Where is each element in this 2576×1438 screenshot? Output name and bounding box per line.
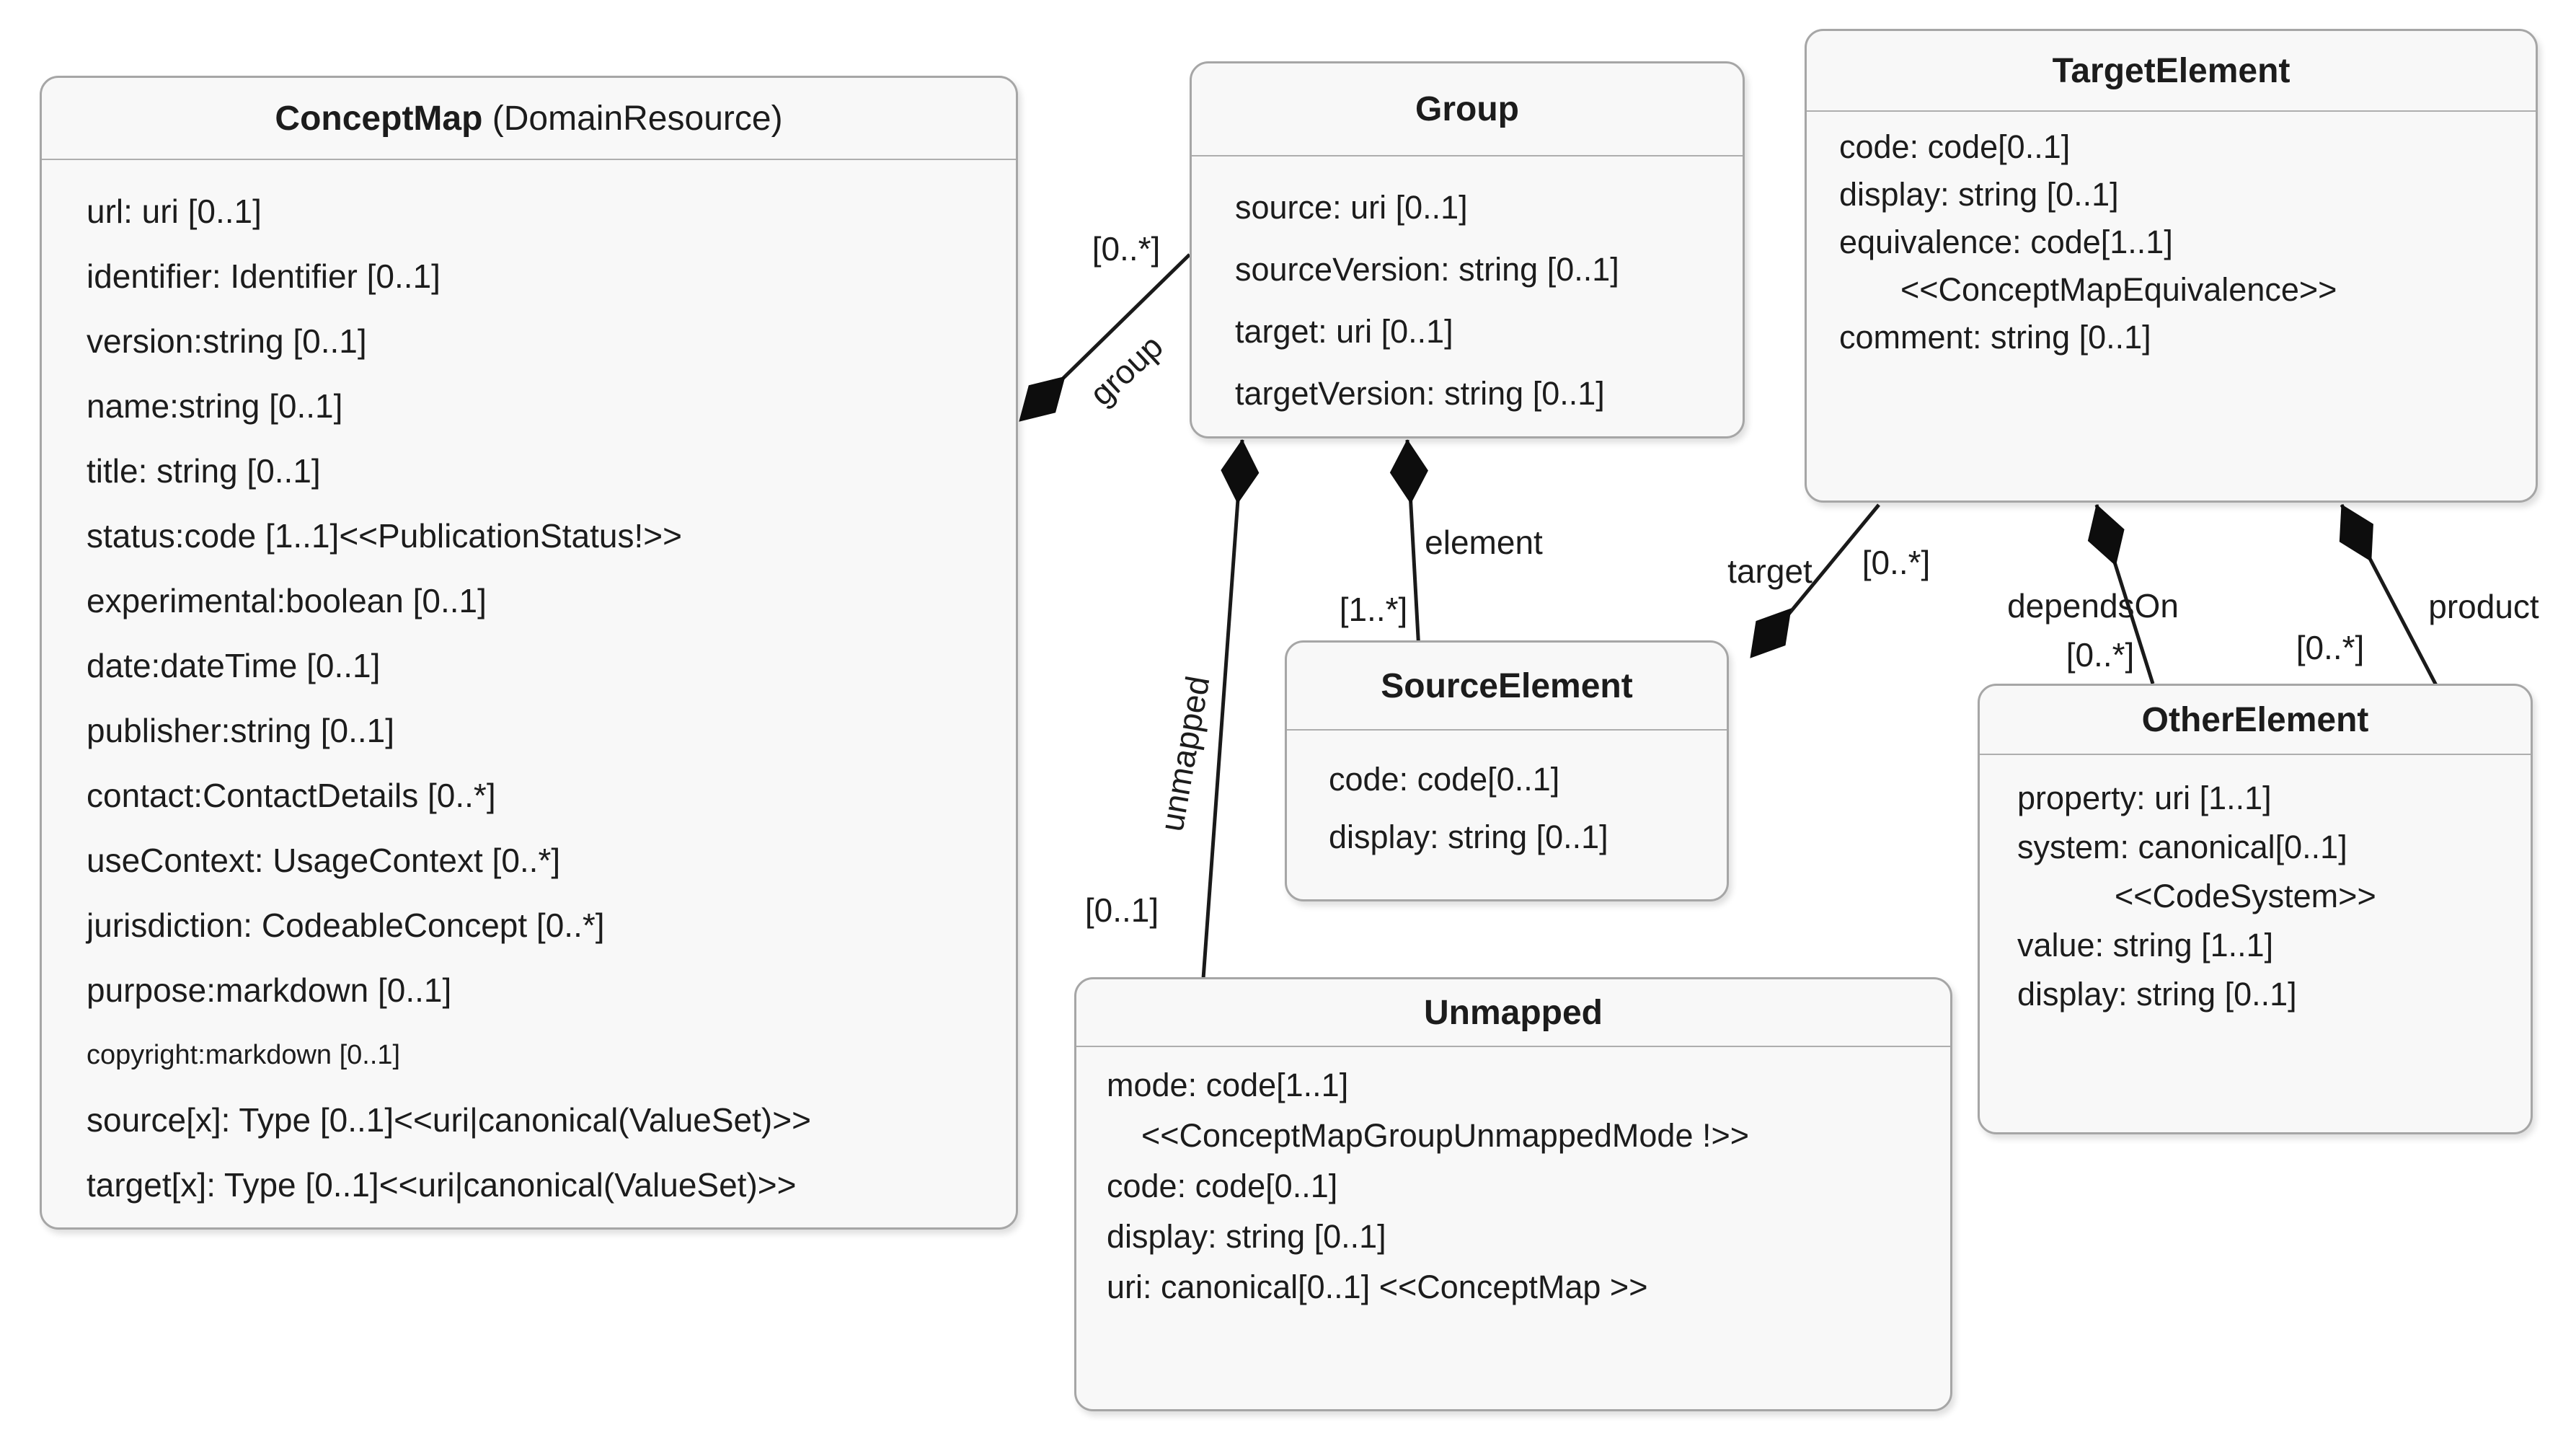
attr-se-display: display: string [0..1] [1329,819,1608,855]
attr-group-targetversion: targetVersion: string [0..1] [1235,375,1605,412]
attr-jurisdiction: jurisdiction: CodeableConcept [0..*] [87,907,605,944]
class-attributes-group: source: uri [0..1] sourceVersion: string… [1192,156,1743,425]
attr-un-uri: uri: canonical[0..1] <<ConceptMap >> [1107,1269,1648,1305]
attr-group-source: source: uri [0..1] [1235,189,1468,226]
class-title-targetelement: TargetElement [1807,31,2536,112]
composition-diamond-unmapped [1221,439,1260,504]
class-box-group: Group source: uri [0..1] sourceVersion: … [1190,61,1745,438]
class-attributes-otherelement: property: uri [1..1] system: canonical[0… [1980,755,2531,1019]
class-name-conceptmap: ConceptMap [275,99,483,138]
attr-oe-property: property: uri [1..1] [2017,780,2272,816]
class-title-sourceelement: SourceElement [1287,643,1727,731]
edge-label-element: element [1425,524,1543,561]
class-attributes-conceptmap: url: uri [0..1] identifier: Identifier [… [42,160,1016,1217]
composition-diamond-dependson [2087,504,2125,566]
attr-date: date:dateTime [0..1] [87,647,381,684]
attr-oe-system-stereotype: <<CodeSystem>> [2115,878,2376,914]
attr-target-x: target[x]: Type [0..1]<<uri|canonical(Va… [87,1166,797,1204]
attr-group-target: target: uri [0..1] [1235,313,1453,350]
class-title-conceptmap: ConceptMap (DomainResource) [42,78,1016,160]
edge-multiplicity-unmapped: [0..1] [1084,891,1159,929]
edge-label-group: group [1082,327,1170,413]
edge-multiplicity-element: [1..*] [1339,591,1408,628]
edge-label-dependson: dependsOn [2007,587,2179,625]
class-attributes-targetelement: code: code[0..1] display: string [0..1] … [1807,112,2536,361]
attr-un-code: code: code[0..1] [1107,1168,1338,1204]
attr-contact: contact:ContactDetails [0..*] [87,777,496,814]
class-attributes-unmapped: mode: code[1..1] <<ConceptMapGroupUnmapp… [1076,1047,1950,1313]
attr-usecontext: useContext: UsageContext [0..*] [87,842,561,879]
attr-oe-value: value: string [1..1] [2017,927,2274,963]
class-attributes-sourceelement: code: code[0..1] display: string [0..1] [1287,731,1727,866]
composition-diamond-element [1389,439,1428,504]
attr-te-code: code: code[0..1] [1839,128,2071,165]
class-box-sourceelement: SourceElement code: code[0..1] display: … [1285,640,1729,901]
attr-purpose: purpose:markdown [0..1] [87,971,452,1009]
attr-un-display: display: string [0..1] [1107,1218,1386,1255]
edge-label-unmapped: unmapped [1152,673,1217,834]
attr-group-sourceversion: sourceVersion: string [0..1] [1235,251,1619,288]
composition-diamond-product [2339,504,2373,562]
attr-publisher: publisher:string [0..1] [87,712,395,749]
class-box-targetelement: TargetElement code: code[0..1] display: … [1805,29,2538,503]
class-box-conceptmap: ConceptMap (DomainResource) url: uri [0.… [40,76,1018,1230]
attr-copyright: copyright:markdown [0..1] [87,1039,401,1070]
attr-version: version:string [0..1] [87,322,367,360]
attr-oe-display: display: string [0..1] [2017,976,2297,1013]
edge-multiplicity-product: [0..*] [2296,629,2365,666]
attr-name: name:string [0..1] [87,387,343,425]
attr-experimental: experimental:boolean [0..1] [87,582,487,619]
class-title-group: Group [1192,63,1743,156]
attr-status: status:code [1..1]<<PublicationStatus!>> [87,517,683,555]
class-title-otherelement: OtherElement [1980,686,2531,755]
attr-title: title: string [0..1] [87,452,321,490]
attr-te-display: display: string [0..1] [1839,176,2119,213]
edge-multiplicity-target: [0..*] [1862,544,1931,581]
edge-label-target: target [1727,552,1813,590]
attr-te-equivalence-stereotype: <<ConceptMapEquivalence>> [1900,271,2337,308]
class-stereotype-conceptmap: (DomainResource) [482,99,783,138]
attr-se-code: code: code[0..1] [1329,761,1560,798]
edge-label-product: product [2428,588,2539,625]
attr-un-mode: mode: code[1..1] [1107,1067,1349,1103]
attr-source-x: source[x]: Type [0..1]<<uri|canonical(Va… [87,1101,811,1139]
class-box-unmapped: Unmapped mode: code[1..1] <<ConceptMapGr… [1074,977,1952,1411]
edge-multiplicity-group: [0..*] [1092,230,1161,268]
class-title-unmapped: Unmapped [1076,979,1950,1047]
attr-oe-system: system: canonical[0..1] [2017,829,2347,865]
attr-identifier: identifier: Identifier [0..1] [87,257,441,295]
composition-diamond-target [1750,608,1792,658]
edge-multiplicity-dependson: [0..*] [2066,636,2135,674]
attr-un-mode-stereotype: <<ConceptMapGroupUnmappedMode !>> [1141,1117,1750,1154]
class-box-otherelement: OtherElement property: uri [1..1] system… [1978,684,2533,1134]
attr-te-comment: comment: string [0..1] [1839,319,2151,356]
connector-element-line [1405,439,1421,651]
attr-te-equivalence: equivalence: code[1..1] [1839,224,2173,260]
attr-url: url: uri [0..1] [87,193,262,230]
